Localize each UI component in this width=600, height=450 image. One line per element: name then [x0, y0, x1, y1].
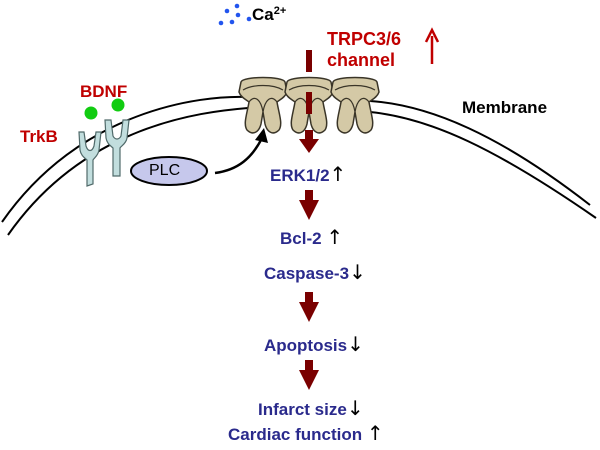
cascade-item-erk: ERK1/2↑ — [270, 164, 346, 184]
cascade-item-bcl2: Bcl-2 ↑ — [280, 227, 343, 247]
bdnf-ligand-1 — [84, 106, 98, 120]
trkb-receptor-1 — [78, 131, 102, 187]
cascade-item-infarct-size: Infarct size↓ — [258, 398, 364, 418]
cascade-item-cardiac-function: Cardiac function ↑ — [228, 423, 384, 443]
membrane-outer-line-right — [369, 100, 591, 206]
channel-increase-arrow-icon — [424, 27, 440, 64]
down-arrow-icon: ↓ — [346, 396, 364, 420]
cascade-item-label: Infarct size — [258, 400, 347, 419]
trpc-channel-3 — [330, 76, 380, 134]
calcium-label: Ca2+ — [252, 5, 287, 24]
plc-activation-arrow-icon — [214, 128, 268, 175]
channel-label-line2: channel — [327, 50, 396, 70]
membrane-label: Membrane — [462, 98, 548, 117]
cascade-item-apoptosis: Apoptosis↓ — [264, 334, 364, 354]
trpc-channel-1 — [238, 76, 288, 134]
trkb-label: TrkB — [20, 127, 58, 146]
cascade-item-label: Caspase-3 — [264, 264, 350, 283]
cascade-item-label: Apoptosis — [264, 336, 348, 355]
plc-ellipse — [130, 156, 208, 186]
membrane-inner-line-right — [369, 111, 597, 219]
up-arrow-icon: ↑ — [366, 421, 384, 445]
cascade-item-label: ERK1/2 — [270, 166, 330, 185]
calcium-ions — [218, 3, 252, 26]
plc-label: PLC — [149, 162, 181, 179]
calcium-charge: 2+ — [273, 5, 287, 17]
bdnf-ligand-2 — [111, 98, 125, 112]
calcium-influx-bar-mid — [306, 92, 312, 114]
calcium-influx-bar-top — [306, 50, 312, 72]
cascade-item-caspase3: Caspase-3↓ — [264, 262, 366, 282]
down-arrow-icon: ↓ — [347, 332, 364, 356]
cascade-item-label: Bcl-2 — [280, 229, 322, 248]
cascade-arrow-2 — [299, 190, 319, 220]
trkb-receptor-2 — [104, 119, 130, 177]
membrane-outer-line — [1, 95, 249, 223]
cascade-arrow-4 — [299, 360, 319, 390]
up-arrow-icon: ↑ — [329, 162, 347, 186]
cascade-arrow-1 — [299, 130, 319, 153]
bdnf-label: BDNF — [80, 82, 128, 101]
cascade-arrow-3 — [299, 292, 319, 322]
up-arrow-icon: ↑ — [326, 225, 344, 249]
cascade-item-label: Cardiac function — [228, 425, 363, 444]
channel-label-line1: TRPC3/6 — [327, 29, 402, 49]
down-arrow-icon: ↓ — [349, 260, 366, 284]
membrane-inner-line — [7, 107, 249, 236]
